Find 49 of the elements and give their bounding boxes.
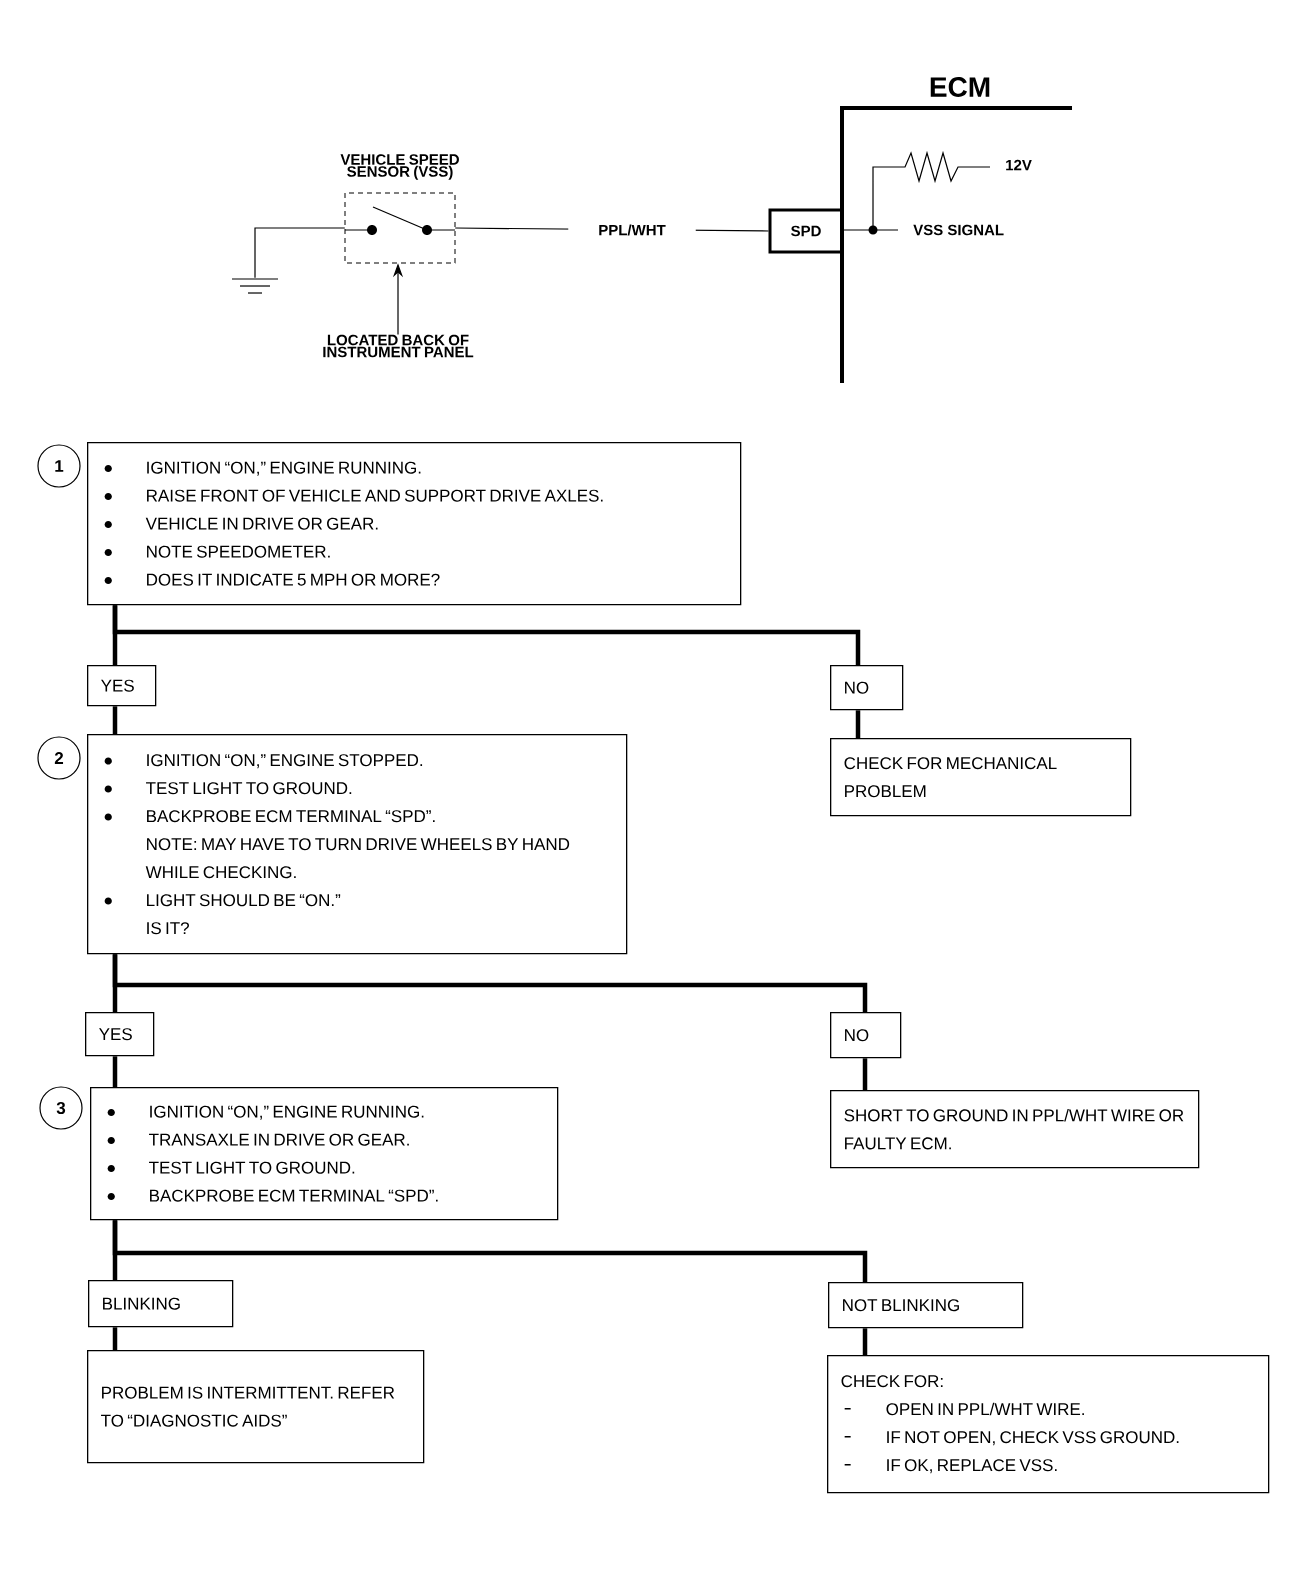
connector-line — [112, 954, 868, 1012]
step-number: 3 — [39, 1086, 83, 1130]
node-label: IS IT? — [147, 922, 189, 935]
branch-label-box: YES — [87, 665, 157, 707]
node-label: VEHICLE IN DRIVE OR GEAR. — [145, 517, 378, 530]
connector-line — [862, 1328, 868, 1355]
branch-label-box: YES — [85, 1012, 155, 1057]
branch-label-box: NO — [830, 1012, 902, 1059]
node-label: TEST LIGHT TO GROUND. — [146, 782, 352, 795]
node-label: TEST LIGHT TO GROUND. — [149, 1161, 355, 1174]
node-label: IGNITION “ON,” ENGINE RUNNING. — [150, 1105, 424, 1120]
wire — [254, 227, 346, 279]
node-label: NOTE: MAY HAVE TO TURN DRIVE WHEELS BY HAND WHILE CHECKING. — [145, 838, 570, 879]
step-box: IGNITION “ON,” ENGINE RUNNING. RAISE FRONT OF VEHICLE AND SUPPORT DRIVE AXLES. VEHICLE IN DRIVE OR GEAR. NOTE SPEEDOMETER. DOES IT INDICATE 5 MPH OR MORE? — [87, 442, 742, 606]
wire-label: PPL/WHT — [568, 220, 696, 240]
location-note: LOCATED BACK OF INSTRUMENT PANEL — [323, 334, 474, 358]
node-label: VEHICLE SPEED SENSOR (VSS) — [340, 154, 459, 180]
branch-label-box: NOT BLINKING — [828, 1282, 1024, 1329]
connector-line — [112, 605, 861, 665]
connector-line — [112, 1220, 868, 1282]
node-label: LIGHT SHOULD BE “ON.” — [147, 894, 341, 907]
node-label: IGNITION “ON,” ENGINE STOPPED. — [147, 754, 423, 769]
result-box: CHECK FOR MECHANICAL PROBLEM — [830, 738, 1132, 817]
branch-label-box: NO — [830, 665, 904, 711]
connector-line — [112, 1056, 118, 1087]
sensor-switch-drawing: VEHICLE SPEED SENSOR (VSS) — [340, 154, 459, 264]
connector-line — [855, 710, 861, 738]
step-box: IGNITION “ON,” ENGINE RUNNING. TRANSAXLE IN DRIVE OR GEAR. TEST LIGHT TO GROUND. BACKPROBE ECM TERMINAL “SPD”. — [90, 1087, 559, 1221]
result-box: SHORT TO GROUND IN PPL/WHT WIRE OR FAULTY ECM. — [830, 1090, 1200, 1169]
signal-label: VSS SIGNAL — [913, 224, 1004, 236]
node-label: RAISE FRONT OF VEHICLE AND SUPPORT DRIVE AXLES. — [147, 489, 603, 502]
node-label: DOES IT INDICATE 5 MPH OR MORE? — [147, 573, 440, 586]
terminal-box: SPD — [768, 208, 844, 254]
node-label: NOTE SPEEDOMETER. — [147, 545, 330, 558]
node-label: TRANSAXLE IN DRIVE OR GEAR. — [149, 1133, 409, 1146]
ground-symbol — [231, 278, 279, 294]
result-box: CHECK FOR: OPEN IN PPL/WHT WIRE. IF NOT OPEN, CHECK VSS GROUND. IF OK, REPLACE VSS. — [827, 1355, 1270, 1494]
result-box: PROBLEM IS INTERMITTENT. REFER TO “DIAGNOSTIC AIDS” — [87, 1350, 425, 1464]
connector-line — [862, 1058, 868, 1090]
step-number: 2 — [37, 736, 81, 780]
connector-line — [112, 1327, 118, 1350]
step-box: IGNITION “ON,” ENGINE STOPPED. TEST LIGHT TO GROUND. BACKPROBE ECM TERMINAL “SPD”. NOTE: MAY HAVE TO TURN DRIVE WHEELS BY HAND WHILE CHECKING. LIGHT SHOULD BE “ON.” IS IT? — [87, 734, 628, 955]
voltage-label: 12V — [1006, 159, 1032, 171]
branch-label-box: BLINKING — [88, 1280, 234, 1328]
step-number: 1 — [37, 444, 81, 488]
node-label: BACKPROBE ECM TERMINAL “SPD”. — [147, 810, 435, 823]
node-label: BACKPROBE ECM TERMINAL “SPD”. — [150, 1189, 438, 1202]
connector-line — [112, 706, 118, 734]
node-label: IGNITION “ON,” ENGINE RUNNING. — [147, 461, 421, 476]
